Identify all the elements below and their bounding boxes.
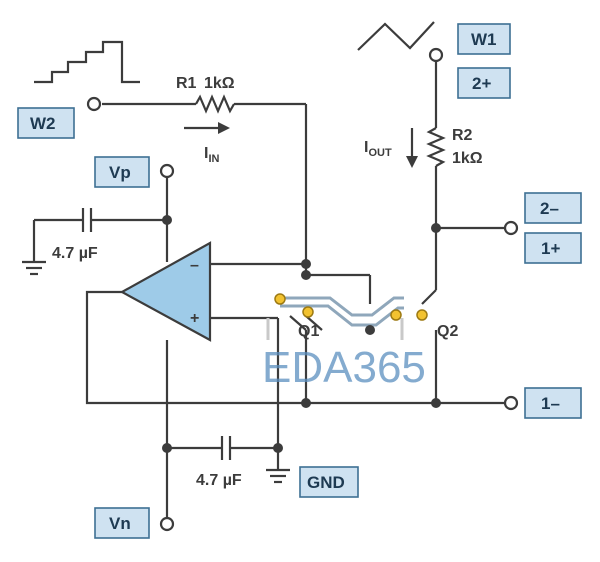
- vp-terminal: [159, 163, 175, 179]
- svg-text:2–: 2–: [540, 199, 559, 218]
- p1minus-terminal: [503, 395, 519, 411]
- p2minus-terminal: [503, 220, 519, 236]
- gnd-label: GND: [299, 466, 359, 498]
- p2minus-label: 2–: [524, 192, 582, 224]
- i-out-label: IOUT: [364, 139, 392, 159]
- vn-terminal: [159, 516, 175, 532]
- c-top-label: 4.7 µF: [52, 245, 98, 262]
- svg-text:1+: 1+: [541, 239, 560, 258]
- p1minus-label: 1–: [524, 387, 582, 419]
- vn-label: Vn: [94, 507, 150, 539]
- watermark-logo: EDA365: [262, 343, 426, 392]
- ground-icon-left: [22, 260, 46, 276]
- svg-text:1–: 1–: [541, 394, 560, 413]
- c-bottom-label: 4.7 µF: [196, 472, 242, 489]
- vp-label: Vp: [94, 156, 150, 188]
- node-q1-q2: [365, 325, 375, 335]
- svg-text:2+: 2+: [472, 74, 491, 93]
- svg-text:Vn: Vn: [109, 514, 131, 533]
- pin-q2-left: [390, 309, 402, 321]
- pin-q1-right: [302, 306, 314, 318]
- svg-text:W1: W1: [471, 30, 497, 49]
- r1-label: R1: [176, 75, 197, 92]
- i-out-arrow-icon: [406, 128, 418, 168]
- r1-value: 1kΩ: [204, 75, 235, 92]
- pin-q2-right: [416, 309, 428, 321]
- capacitor-bottom: [167, 436, 278, 460]
- q1-label: Q1: [298, 323, 319, 340]
- r2-value: 1kΩ: [452, 150, 483, 167]
- q1-transistor: [266, 315, 323, 340]
- i-in-label: IIN: [204, 145, 220, 165]
- triangle-waveform-icon: [357, 21, 435, 51]
- opamp-plus-label: +: [190, 310, 199, 327]
- w1-terminal: [428, 47, 444, 63]
- w2-terminal: [86, 96, 102, 112]
- r2-label: R2: [452, 127, 473, 144]
- i-in-arrow-icon: [184, 122, 230, 134]
- p1plus-label: 1+: [524, 232, 582, 264]
- svg-text:Vp: Vp: [109, 163, 131, 182]
- ground-icon-bottom: [266, 468, 290, 484]
- svg-text:W2: W2: [30, 114, 56, 133]
- w1-label: W1: [457, 23, 511, 55]
- opamp-minus-label: –: [190, 257, 199, 274]
- q2-label: Q2: [437, 323, 458, 340]
- pcb-traces: [280, 296, 404, 340]
- staircase-waveform-icon: [34, 40, 140, 84]
- svg-text:GND: GND: [307, 473, 345, 492]
- r1-resistor: [102, 94, 306, 114]
- w2-label: W2: [17, 107, 75, 139]
- opamp-symbol: [119, 241, 212, 342]
- p2plus-label: 2+: [457, 67, 511, 99]
- capacitor-top: [32, 208, 167, 262]
- r2-resistor: [426, 61, 446, 228]
- pin-q1-left: [274, 293, 286, 305]
